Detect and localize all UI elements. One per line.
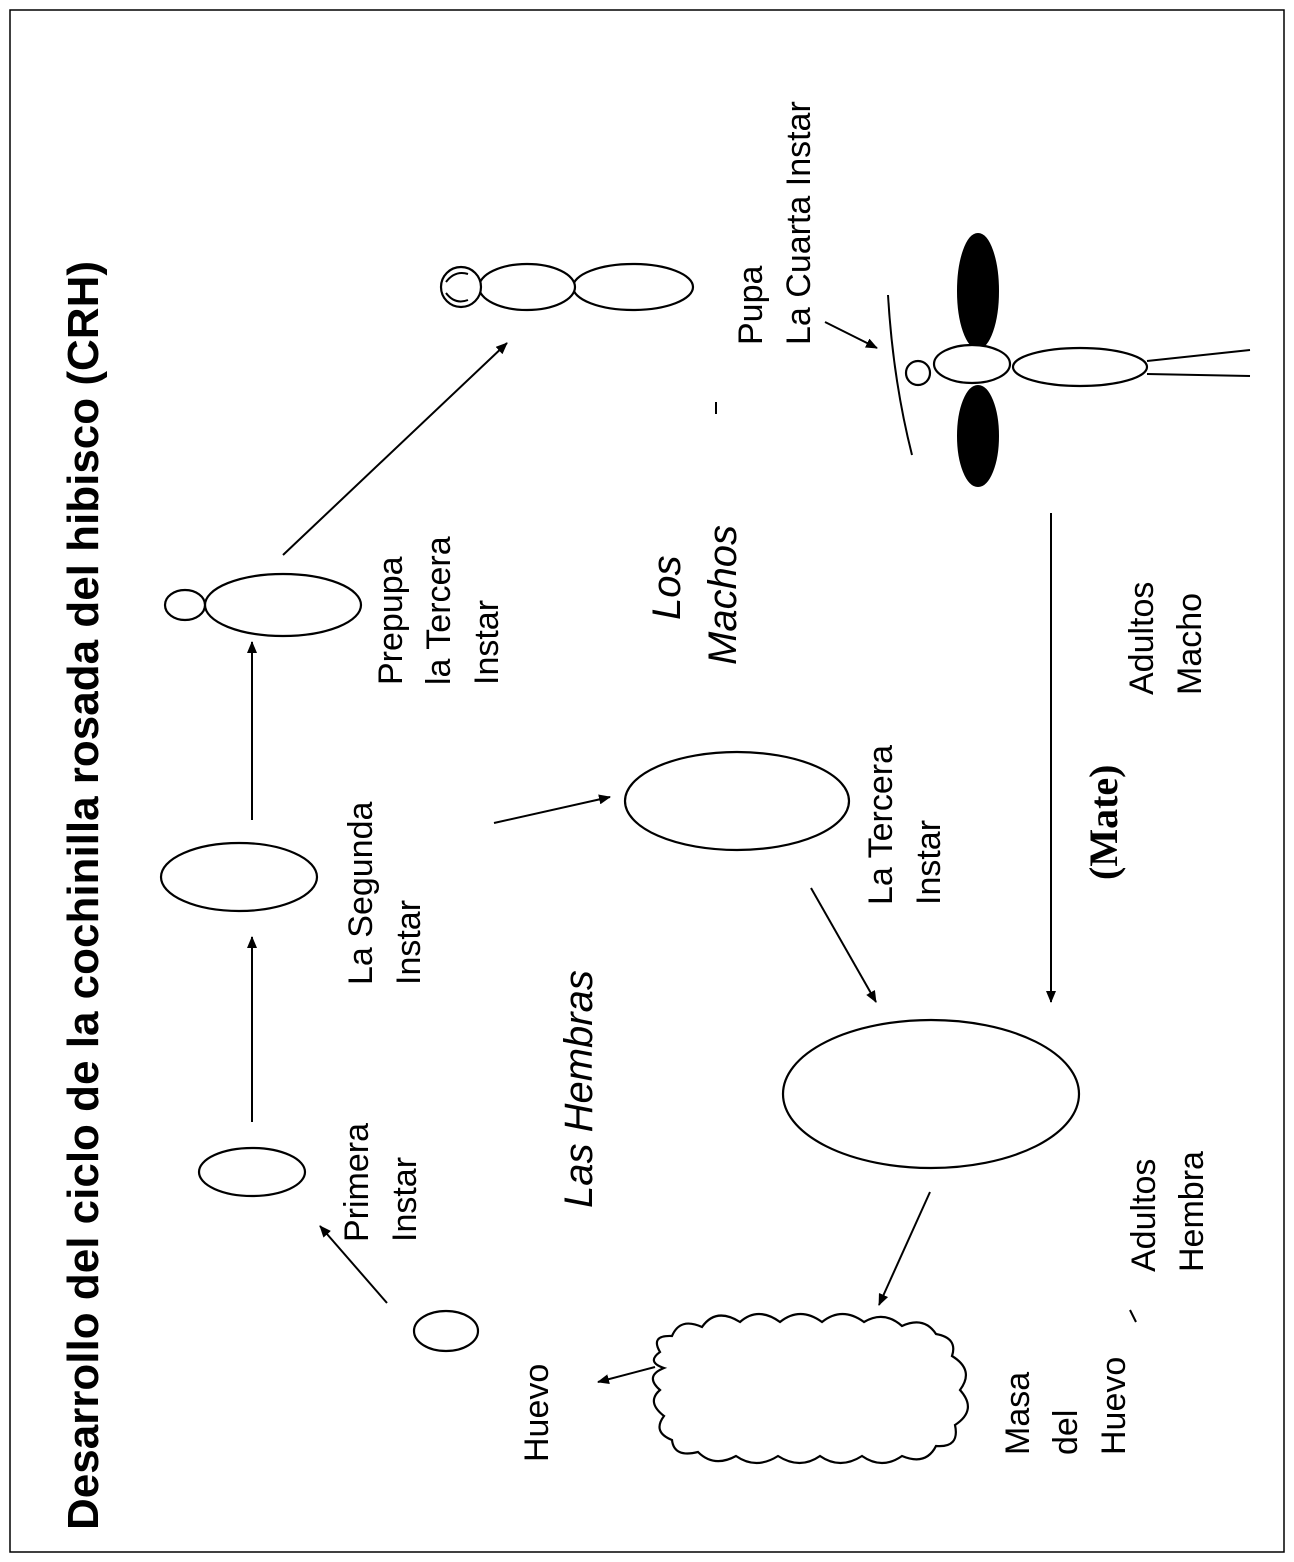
svg-text:Los: Los <box>645 556 689 621</box>
label-egg: Huevo <box>518 1364 556 1462</box>
label-third-instar-female: La Tercera Instar <box>862 745 948 905</box>
label-first-instar: Primera Instar <box>338 1123 424 1242</box>
svg-text:Machos: Machos <box>701 525 745 665</box>
svg-text:Instar: Instar <box>386 1157 424 1242</box>
egg-mass-cloud <box>651 1312 969 1465</box>
svg-text:Las Hembras: Las Hembras <box>557 970 601 1208</box>
svg-text:Adultos: Adultos <box>1125 1159 1163 1272</box>
pupa-shape <box>439 262 695 312</box>
first-instar-shape <box>197 1146 307 1198</box>
svg-text:Pupa: Pupa <box>732 266 770 345</box>
egg-shape <box>412 1309 480 1353</box>
svg-text:Instar: Instar <box>468 600 506 685</box>
svg-text:Hembra: Hembra <box>1173 1151 1211 1272</box>
arrow-egg-mass-to-egg <box>597 1366 656 1385</box>
label-females-group: Las Hembras <box>557 970 601 1208</box>
svg-text:la Tercera: la Tercera <box>420 536 458 685</box>
svg-text:Huevo: Huevo <box>518 1364 556 1462</box>
svg-text:Prepupa: Prepupa <box>372 556 410 685</box>
second-instar-shape <box>159 841 319 913</box>
label-egg-mass: Masa del Huevo <box>999 1357 1133 1455</box>
arrow-third-female-to-adult-female <box>810 887 877 1003</box>
svg-text:La Tercera: La Tercera <box>862 745 900 905</box>
prepupa-shape <box>163 572 363 638</box>
svg-text:Adultos: Adultos <box>1123 582 1161 695</box>
arrow-pupa-to-adult-male <box>824 321 878 349</box>
arrow-adult-female-to-egg-mass <box>878 1191 931 1306</box>
adult-male-shape <box>887 233 1251 487</box>
svg-text:Instar: Instar <box>910 820 948 905</box>
stray-mark <box>1129 1309 1137 1323</box>
arrow-second-instar-to-third-female <box>493 794 611 824</box>
label-pupa: Pupa La Cuarta Instar <box>732 101 818 345</box>
label-second-instar: La Segunda Instar <box>342 802 428 985</box>
svg-text:Macho: Macho <box>1171 593 1209 695</box>
label-adult-female: Adultos Hembra <box>1125 1151 1211 1272</box>
svg-text:Primera: Primera <box>338 1123 376 1242</box>
third-instar-female-shape <box>623 750 851 852</box>
adult-female-shape <box>781 1018 1081 1170</box>
svg-text:del: del <box>1047 1410 1085 1455</box>
arrow-egg-to-first-instar <box>319 1225 388 1304</box>
svg-text:La Cuarta Instar: La Cuarta Instar <box>780 101 818 345</box>
svg-text:La Segunda: La Segunda <box>342 802 380 985</box>
label-males-group: Los Machos <box>645 525 745 665</box>
diagram-frame <box>9 9 1285 1553</box>
label-mate: (Mate) <box>1081 765 1126 880</box>
label-adult-male: Adultos Macho <box>1123 582 1209 695</box>
svg-text:(Mate): (Mate) <box>1081 765 1126 880</box>
svg-text:Huevo: Huevo <box>1095 1357 1133 1455</box>
arrow-prepupa-to-pupa <box>282 342 508 556</box>
svg-text:Masa: Masa <box>999 1372 1037 1455</box>
label-prepupa: Prepupa la Tercera Instar <box>372 536 506 685</box>
svg-text:Instar: Instar <box>390 900 428 985</box>
diagram-title: Desarrollo del ciclo de la cochinilla ro… <box>59 261 108 1530</box>
